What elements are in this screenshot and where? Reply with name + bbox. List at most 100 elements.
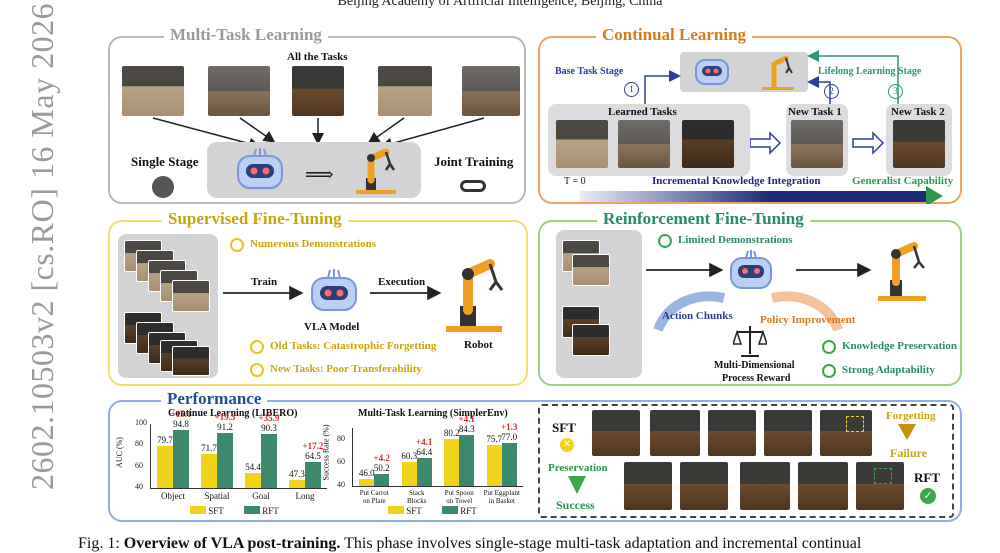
legend-sft-swatch: [190, 506, 206, 514]
rft-frame: [740, 462, 790, 510]
bar-sft: [444, 439, 460, 486]
caption-rest: This phase involves single-stage multi-t…: [340, 535, 862, 552]
comparison-box: [538, 404, 954, 518]
rft-title: Reinforcement Fine-Tuning: [597, 209, 810, 229]
chart1-ylabel: AUC (%): [114, 437, 124, 468]
bar-value-label: 46.0: [358, 468, 375, 479]
task-thumbnail: [893, 120, 945, 168]
task-thumbnail: [378, 66, 432, 116]
arxiv-identifier: 2602.10503v2 [cs.RO] 16 May 2026: [24, 2, 60, 490]
forgetting-label: Forgetting: [886, 410, 936, 422]
single-stage-label: Single Stage: [131, 154, 199, 169]
bar-sft: [401, 462, 417, 486]
rft-vla-model-icon: [730, 250, 772, 289]
bar-sft: [289, 480, 305, 488]
bar-rft: [416, 457, 432, 486]
delta-label: +4.1: [416, 436, 433, 447]
strong-adaptability-label: Strong Adaptability: [842, 364, 936, 376]
x-tick-label: Object: [161, 491, 185, 501]
sft-vla-model-icon: [311, 269, 357, 311]
delta-label: +35.9: [258, 413, 280, 424]
task-thumbnail: [292, 66, 344, 116]
smile-face-icon: [822, 364, 836, 378]
smile-face-icon: [658, 234, 672, 248]
sad-face-icon: [250, 340, 264, 354]
new-tasks-label: New Tasks: Poor Transferability: [270, 363, 422, 375]
sft-failure-highlight: [846, 416, 864, 432]
legend-rft-label: RFT: [262, 506, 279, 516]
success-label: Success: [556, 498, 595, 512]
task-thumbnail: [462, 66, 520, 116]
bar-sft: [359, 479, 375, 486]
smile-face-icon: [822, 340, 836, 354]
bar-rft: [374, 474, 390, 486]
sft-row-label: SFT: [552, 420, 576, 435]
bar-rft: [501, 443, 517, 486]
x-tick-label: Spatial: [204, 491, 230, 501]
right-arrow-icon: ⟹: [305, 164, 334, 186]
bar-value-label: 75.7: [486, 433, 503, 444]
train-label: Train: [251, 276, 278, 288]
step-1-badge: 1: [624, 82, 639, 97]
delta-label: +4.2: [373, 453, 390, 464]
task-thumbnail: [618, 120, 670, 168]
down-arrow-icon: [568, 476, 586, 494]
sft-frame: [650, 410, 700, 456]
generalist-label: Generalist Capability: [852, 175, 954, 187]
cl-vla-robot-icon: [695, 59, 729, 85]
demo-thumbnail: [572, 254, 610, 286]
bar-value-label: 54.4: [245, 461, 261, 472]
chart2-title: Multi-Task Learning (SimplerEnv): [358, 408, 508, 419]
bar-sft: [201, 454, 217, 488]
sft-arrows: [223, 285, 442, 301]
execution-label: Execution: [378, 276, 426, 288]
bar-value-label: 50.2: [373, 463, 390, 474]
reward-label-line2: Process Reward: [722, 373, 791, 384]
rft-row-label: RFT: [914, 470, 940, 485]
bar-rft: [217, 433, 233, 488]
demo-thumbnail: [172, 280, 210, 312]
numerous-demos-label: Numerous Demonstrations: [250, 238, 376, 250]
rft-success-highlight: [874, 468, 892, 484]
y-tick-label: 60: [337, 456, 345, 466]
bar-value-label: 47.3: [289, 469, 305, 480]
bar-value-label: 64.5: [305, 450, 321, 461]
rft-frame: [856, 462, 904, 510]
bar-value-label: 90.3: [261, 423, 277, 434]
step-3-badge: 3: [888, 84, 903, 99]
bar-value-label: 60.3: [401, 451, 418, 462]
delta-label: +4.1: [458, 413, 475, 424]
rft-frame: [798, 462, 848, 510]
t0-label: T = 0: [564, 176, 586, 187]
sad-face-icon: [250, 363, 264, 377]
delta-label: +1.3: [501, 422, 518, 433]
action-chunks-label: Action Chunks: [662, 310, 733, 322]
demo-thumbnail: [172, 346, 210, 376]
affiliation: Beijing Academy of Artificial Intelligen…: [337, 0, 663, 9]
sft-frame: [708, 410, 756, 456]
figure-caption: Fig. 1: Overview of VLA post-training. T…: [78, 535, 861, 553]
chart2-legend: SFT RFT: [388, 506, 477, 516]
cl-title: Continual Learning: [596, 25, 753, 45]
sft-frame: [764, 410, 812, 456]
performance-title: Performance: [161, 389, 268, 409]
delta-label: +19.5: [214, 412, 236, 423]
chart1-title: Continue Learning (LIBERO): [168, 408, 298, 419]
learned-tasks-label: Learned Tasks: [608, 106, 677, 118]
bar-rft: [459, 434, 475, 486]
bar-value-label: 64.4: [416, 446, 433, 457]
legend-sft-label: SFT: [208, 506, 224, 516]
incremental-label: Incremental Knowledge Integration: [652, 175, 821, 187]
bar-value-label: 77.0: [501, 432, 518, 443]
bar-rft: [173, 429, 189, 488]
link-icon: [460, 180, 486, 192]
y-tick-label: 40: [135, 482, 143, 491]
joint-training-label: Joint Training: [434, 154, 514, 169]
rft-arrows: [646, 262, 872, 332]
single-stage-icon: [152, 176, 174, 198]
mtl-title: Multi-Task Learning: [164, 25, 328, 45]
bar-rft: [261, 434, 277, 488]
task-thumbnail: [122, 66, 184, 116]
